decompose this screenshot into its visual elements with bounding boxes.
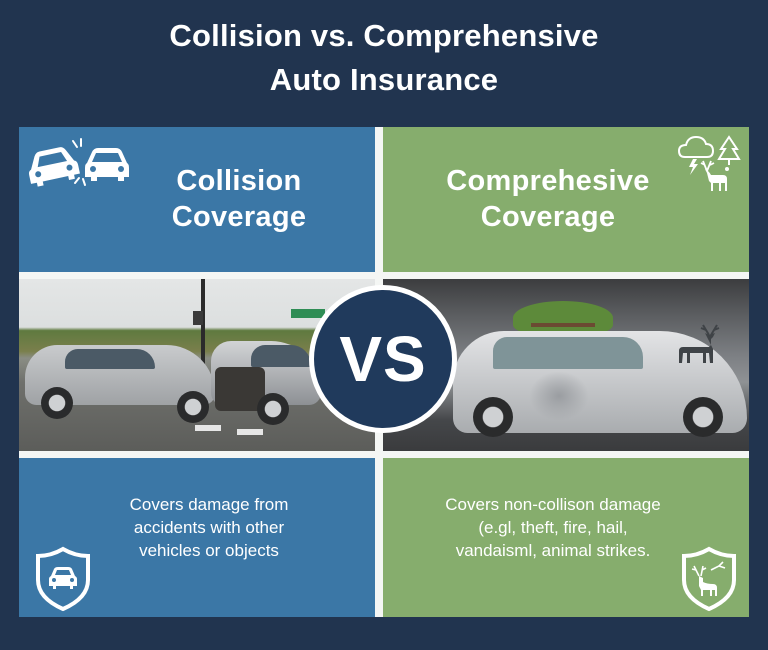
shield-deer-icon bbox=[682, 546, 736, 612]
deer-silhouette bbox=[679, 323, 720, 363]
comparison-board: Collision Coverage Comprehesive Coverage bbox=[19, 127, 749, 617]
storm-tree-deer-icon bbox=[677, 135, 741, 191]
comprehensive-description-panel: Covers non-collison damage (e.gl, theft,… bbox=[383, 458, 749, 617]
shield-car-icon bbox=[36, 546, 90, 612]
collision-description: Covers damage from accidents with other … bbox=[129, 495, 289, 560]
divider-strip-top bbox=[19, 272, 749, 279]
comprehensive-header-panel: Comprehesive Coverage bbox=[383, 127, 749, 272]
vs-badge: VS bbox=[309, 285, 457, 433]
collision-header-panel: Collision Coverage bbox=[19, 127, 375, 272]
collision-photo bbox=[19, 279, 375, 451]
comprehensive-heading: Comprehesive Coverage bbox=[446, 165, 650, 233]
car-crash-icon bbox=[28, 138, 129, 187]
page-title: Collision vs. Comprehensive Auto Insuran… bbox=[0, 14, 768, 102]
collision-heading: Collision Coverage bbox=[171, 165, 307, 233]
title-line-1: Collision vs. Comprehensive bbox=[169, 18, 599, 53]
comprehensive-description: Covers non-collison damage (e.gl, theft,… bbox=[445, 495, 661, 560]
divider-strip-bottom bbox=[19, 451, 749, 458]
collision-description-panel: Covers damage from accidents with other … bbox=[19, 458, 375, 617]
title-line-2: Auto Insurance bbox=[269, 62, 499, 97]
comprehensive-photo bbox=[383, 279, 749, 451]
